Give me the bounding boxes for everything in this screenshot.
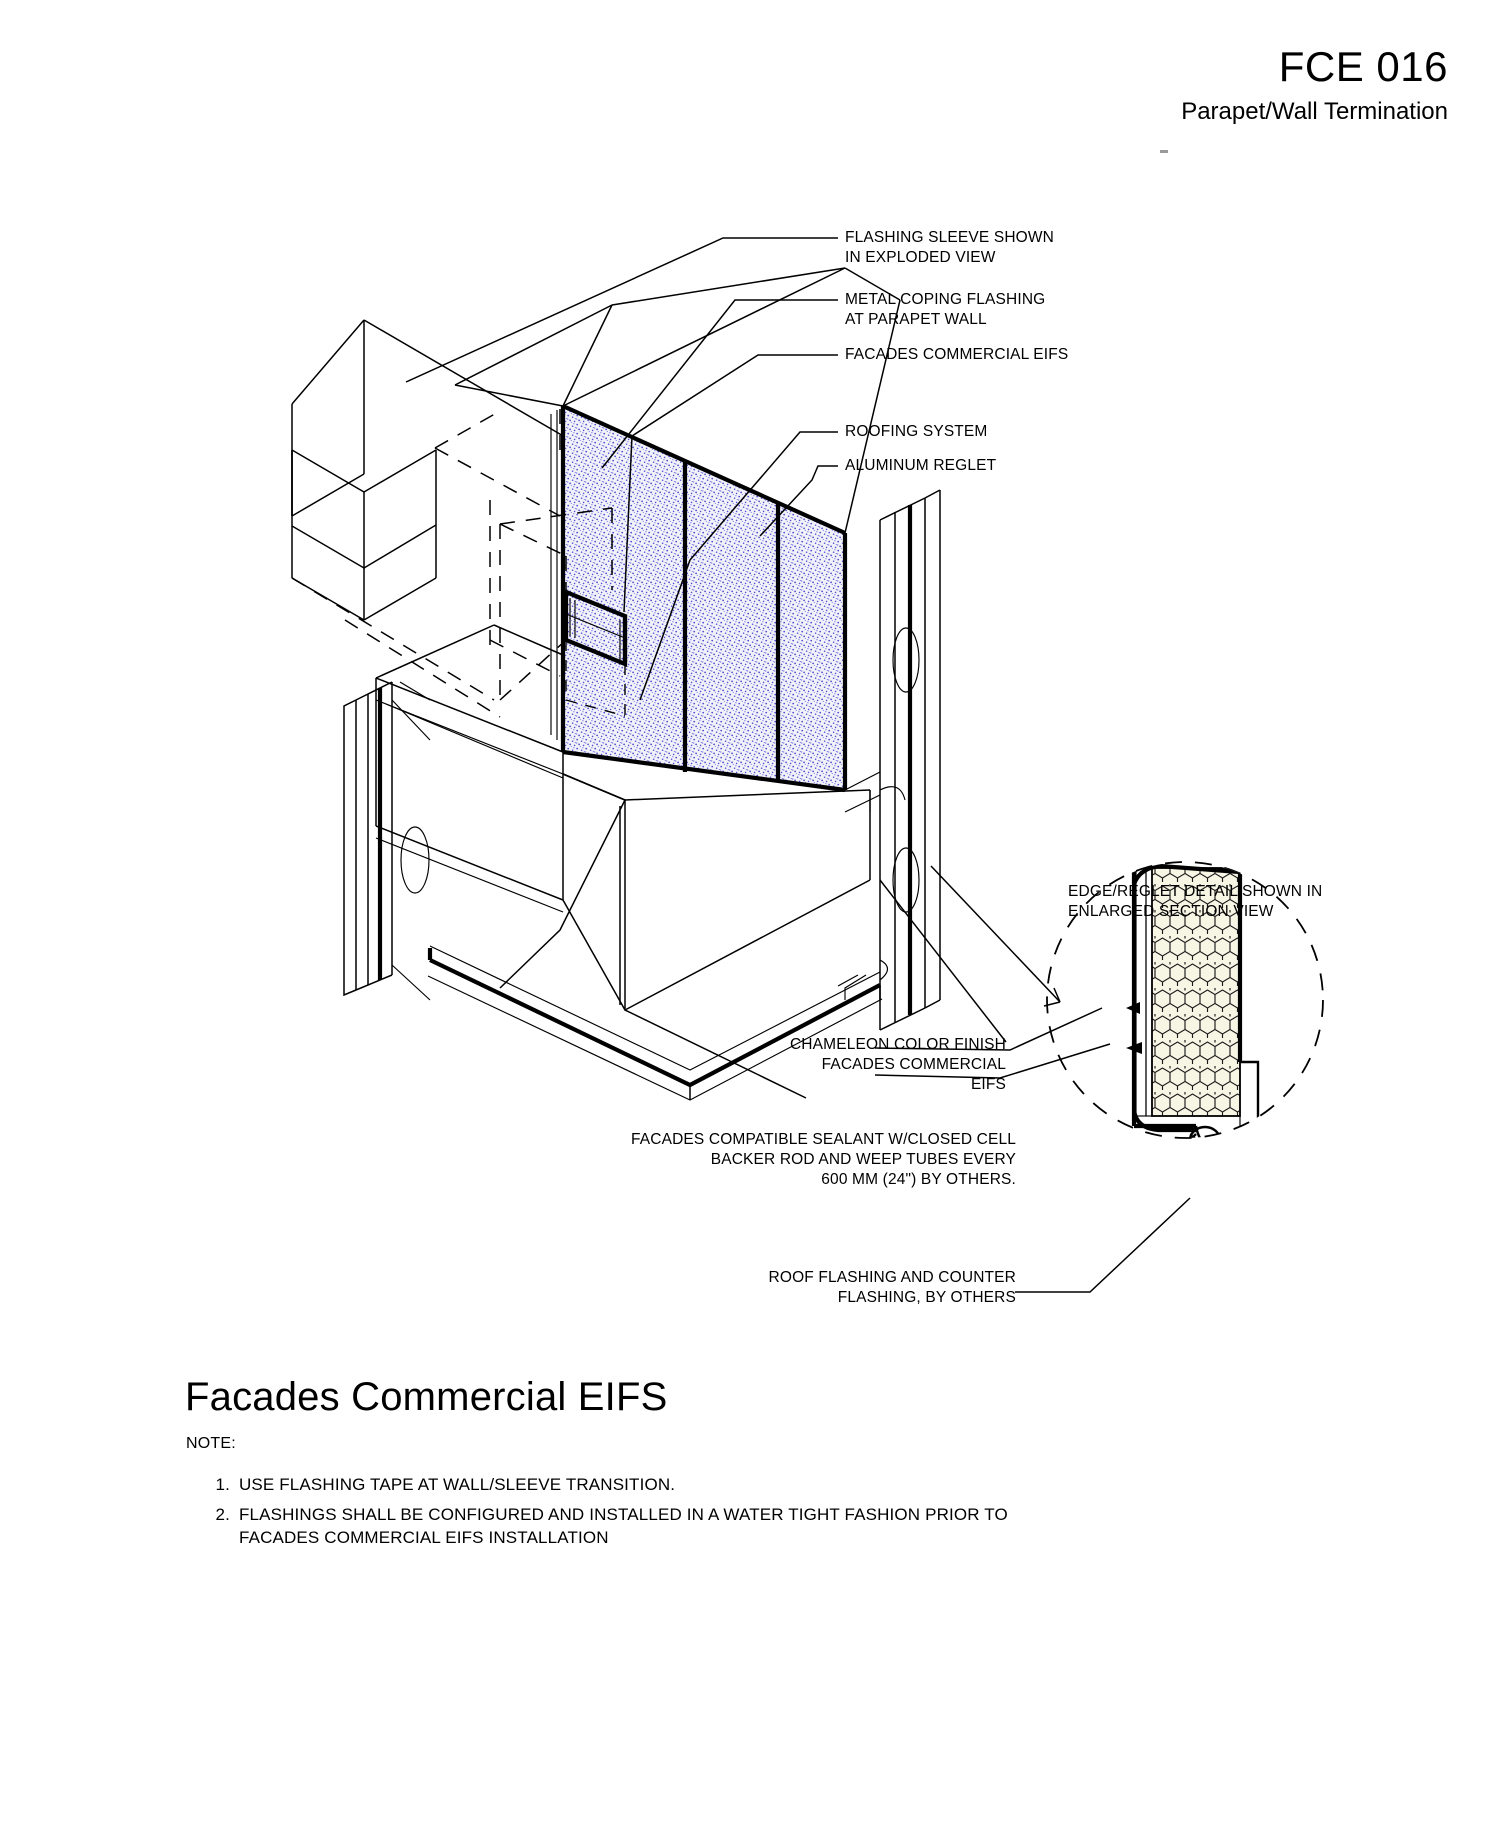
note-heading: NOTE: xyxy=(186,1435,236,1452)
detail-circle-leader xyxy=(930,865,1061,1007)
enlarged-section-detail xyxy=(1046,861,1324,1139)
reglet-flashing-inset xyxy=(563,588,628,717)
hidden-sleeve-projection xyxy=(489,406,613,701)
sheet-subtitle: Parapet/Wall Termination xyxy=(1181,98,1448,125)
exploded-flashing-sleeve xyxy=(291,319,616,718)
leader-lines-top xyxy=(405,237,838,701)
callout-roofing-system: ROOFING SYSTEM xyxy=(845,423,988,440)
note-text: FLASHINGS SHALL BE CONFIGURED AND INSTAL… xyxy=(239,1505,1008,1547)
callout-compatible-sealant: FACADES COMPATIBLE SEALANT W/CLOSED CELL… xyxy=(631,1131,1016,1188)
callout-chameleon-finish: CHAMELEON COLOR FINISH FACADES COMMERCIA… xyxy=(789,1036,1006,1093)
parapet-wall-assembly xyxy=(375,624,883,1101)
callout-facades-eifs: FACADES COMMERCIAL EIFS xyxy=(845,346,1069,363)
callout-flashing-sleeve: FLASHING SLEEVE SHOWN IN EXPLODED VIEW xyxy=(845,229,1055,266)
callout-roof-flashing: ROOF FLASHING AND COUNTER FLASHING, BY O… xyxy=(768,1269,1016,1306)
note-number: 2. xyxy=(215,1505,230,1524)
callout-aluminum-reglet: ALUMINUM REGLET xyxy=(845,457,997,474)
note-item-1: 1. USE FLASHING TAPE AT WALL/SLEEVE TRAN… xyxy=(208,1473,1208,1496)
registration-mark xyxy=(1160,150,1168,153)
sheet-number: FCE 016 xyxy=(1278,43,1448,90)
left-wall-edge xyxy=(343,681,431,1001)
right-wall-substrate xyxy=(837,489,941,1031)
leader-lines-bottom xyxy=(499,799,1191,1293)
callout-edge-reglet-detail: EDGE/REGLET DETAIL SHOWN IN ENLARGED SEC… xyxy=(1068,883,1323,920)
note-number: 1. xyxy=(215,1475,230,1494)
bottom-title: Facades Commercial EIFS xyxy=(185,1375,668,1419)
note-item-2: 2. FLASHINGS SHALL BE CONFIGURED AND INS… xyxy=(208,1503,1258,1549)
note-text: USE FLASHING TAPE AT WALL/SLEEVE TRANSIT… xyxy=(239,1475,676,1494)
callout-metal-coping: METAL COPING FLASHING AT PARAPET WALL xyxy=(845,291,1046,328)
parapet-coping-plane xyxy=(454,267,901,740)
